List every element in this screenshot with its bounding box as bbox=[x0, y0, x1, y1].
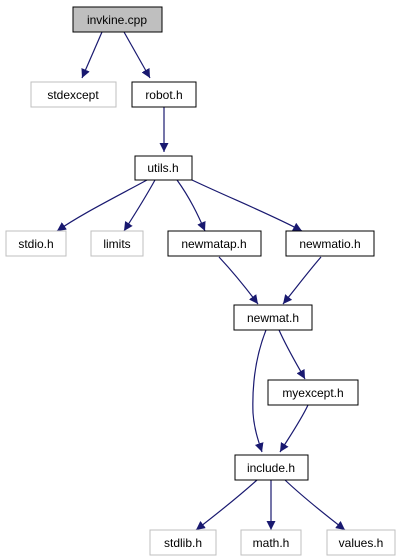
edge-include-h-stdlib-h bbox=[195, 479, 258, 531]
node-limits[interactable]: limits bbox=[90, 230, 144, 257]
edges bbox=[56, 31, 346, 531]
node-stdio-h[interactable]: stdio.h bbox=[5, 230, 67, 257]
node-robot-h[interactable]: robot.h bbox=[131, 81, 197, 108]
edge-invkine-stdexcept bbox=[81, 31, 103, 79]
node-invkine-cpp[interactable]: invkine.cpp bbox=[72, 6, 163, 33]
edge-utils-h-newmatio-h bbox=[191, 179, 303, 232]
node-math-h[interactable]: math.h bbox=[240, 529, 302, 556]
node-label: math.h bbox=[253, 536, 290, 550]
nodes: invkine.cpp stdexcept robot.h utils.h st… bbox=[5, 6, 396, 556]
node-newmatio-h[interactable]: newmatio.h bbox=[285, 230, 375, 257]
node-newmatap-h[interactable]: newmatap.h bbox=[167, 230, 262, 257]
node-label: utils.h bbox=[147, 161, 178, 175]
node-myexcept-h[interactable]: myexcept.h bbox=[267, 379, 359, 406]
node-stdlib-h[interactable]: stdlib.h bbox=[149, 529, 217, 556]
edge-myexcept-h-include-h bbox=[279, 404, 309, 453]
node-newmat-h[interactable]: newmat.h bbox=[233, 304, 313, 331]
node-label: stdlib.h bbox=[164, 536, 202, 550]
edge-utils-h-newmatap-h bbox=[176, 179, 206, 232]
node-include-h[interactable]: include.h bbox=[234, 454, 309, 481]
node-label: stdio.h bbox=[18, 237, 53, 251]
node-values-h[interactable]: values.h bbox=[326, 529, 396, 556]
node-label: include.h bbox=[247, 461, 295, 475]
node-label: robot.h bbox=[145, 88, 182, 102]
node-stdexcept[interactable]: stdexcept bbox=[30, 81, 117, 108]
node-label: newmat.h bbox=[247, 311, 299, 325]
node-utils-h[interactable]: utils.h bbox=[134, 155, 193, 181]
node-label: invkine.cpp bbox=[87, 13, 147, 27]
edge-newmatap-h-newmat-h bbox=[218, 256, 259, 305]
edge-invkine-robot-h bbox=[123, 31, 151, 79]
node-label: limits bbox=[103, 237, 130, 251]
node-label: newmatap.h bbox=[181, 237, 246, 251]
edge-utils-h-stdio-h bbox=[56, 179, 148, 232]
edge-newmat-h-myexcept-h bbox=[278, 329, 306, 380]
node-label: values.h bbox=[339, 536, 384, 550]
node-label: newmatio.h bbox=[299, 237, 360, 251]
edge-newmatio-h-newmat-h bbox=[282, 256, 322, 305]
node-label: stdexcept bbox=[47, 88, 99, 102]
edge-newmat-h-include-h bbox=[252, 329, 267, 453]
node-label: myexcept.h bbox=[282, 386, 343, 400]
edge-utils-h-limits bbox=[123, 179, 156, 232]
edge-include-h-values-h bbox=[284, 479, 346, 531]
